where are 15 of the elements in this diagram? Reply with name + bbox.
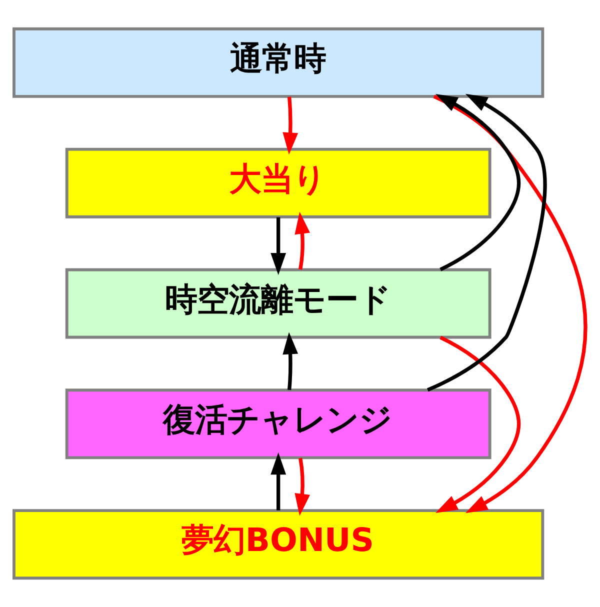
- arrow: [426, 94, 547, 392]
- node-box: 夢幻BONUS: [12, 509, 544, 580]
- node-box: 大当り: [65, 148, 492, 218]
- arrow: [433, 94, 588, 514]
- arrow: [270, 217, 286, 276]
- node-box: 復活チャレンジ: [65, 388, 492, 460]
- arrow: [270, 452, 286, 510]
- arrow: [294, 212, 310, 270]
- arrow: [282, 96, 298, 155]
- node-box: 時空流離モード: [65, 268, 492, 339]
- arrow: [436, 336, 521, 513]
- arrow: [294, 458, 310, 516]
- node-box: 通常時: [12, 27, 544, 98]
- arrow: [282, 332, 298, 390]
- arrow: [436, 94, 521, 272]
